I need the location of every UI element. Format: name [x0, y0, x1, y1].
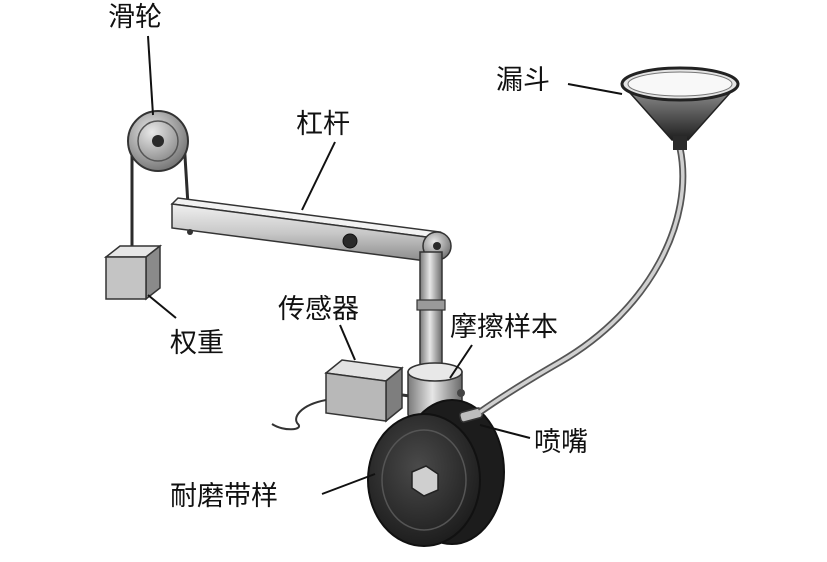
label-wear-belt: 耐磨带样: [170, 481, 278, 512]
label-nozzle: 喷嘴: [534, 427, 588, 458]
weight-block: [103, 244, 163, 301]
pulley: [127, 110, 190, 248]
leader-sensor: [339, 324, 356, 361]
wear-belt-wheel: [367, 399, 505, 547]
leader-weight: [147, 294, 177, 319]
vertical-post: [416, 251, 446, 373]
lever-arm: [170, 197, 452, 263]
label-pulley: 滑轮: [108, 2, 162, 33]
label-friction-sample: 摩擦样本: [450, 312, 558, 343]
leader-friction-sample: [449, 344, 473, 379]
leader-wear-belt: [321, 473, 376, 495]
label-weight: 权重: [170, 328, 224, 359]
leader-funnel: [567, 83, 623, 95]
funnel: [477, 66, 740, 415]
label-lever: 杠杆: [296, 109, 350, 140]
label-sensor: 传感器: [278, 294, 359, 325]
leader-nozzle: [479, 424, 531, 439]
sensor-box: [271, 359, 411, 431]
leader-pulley: [147, 35, 154, 116]
leader-lever: [301, 141, 336, 211]
label-funnel: 漏斗: [496, 65, 550, 96]
